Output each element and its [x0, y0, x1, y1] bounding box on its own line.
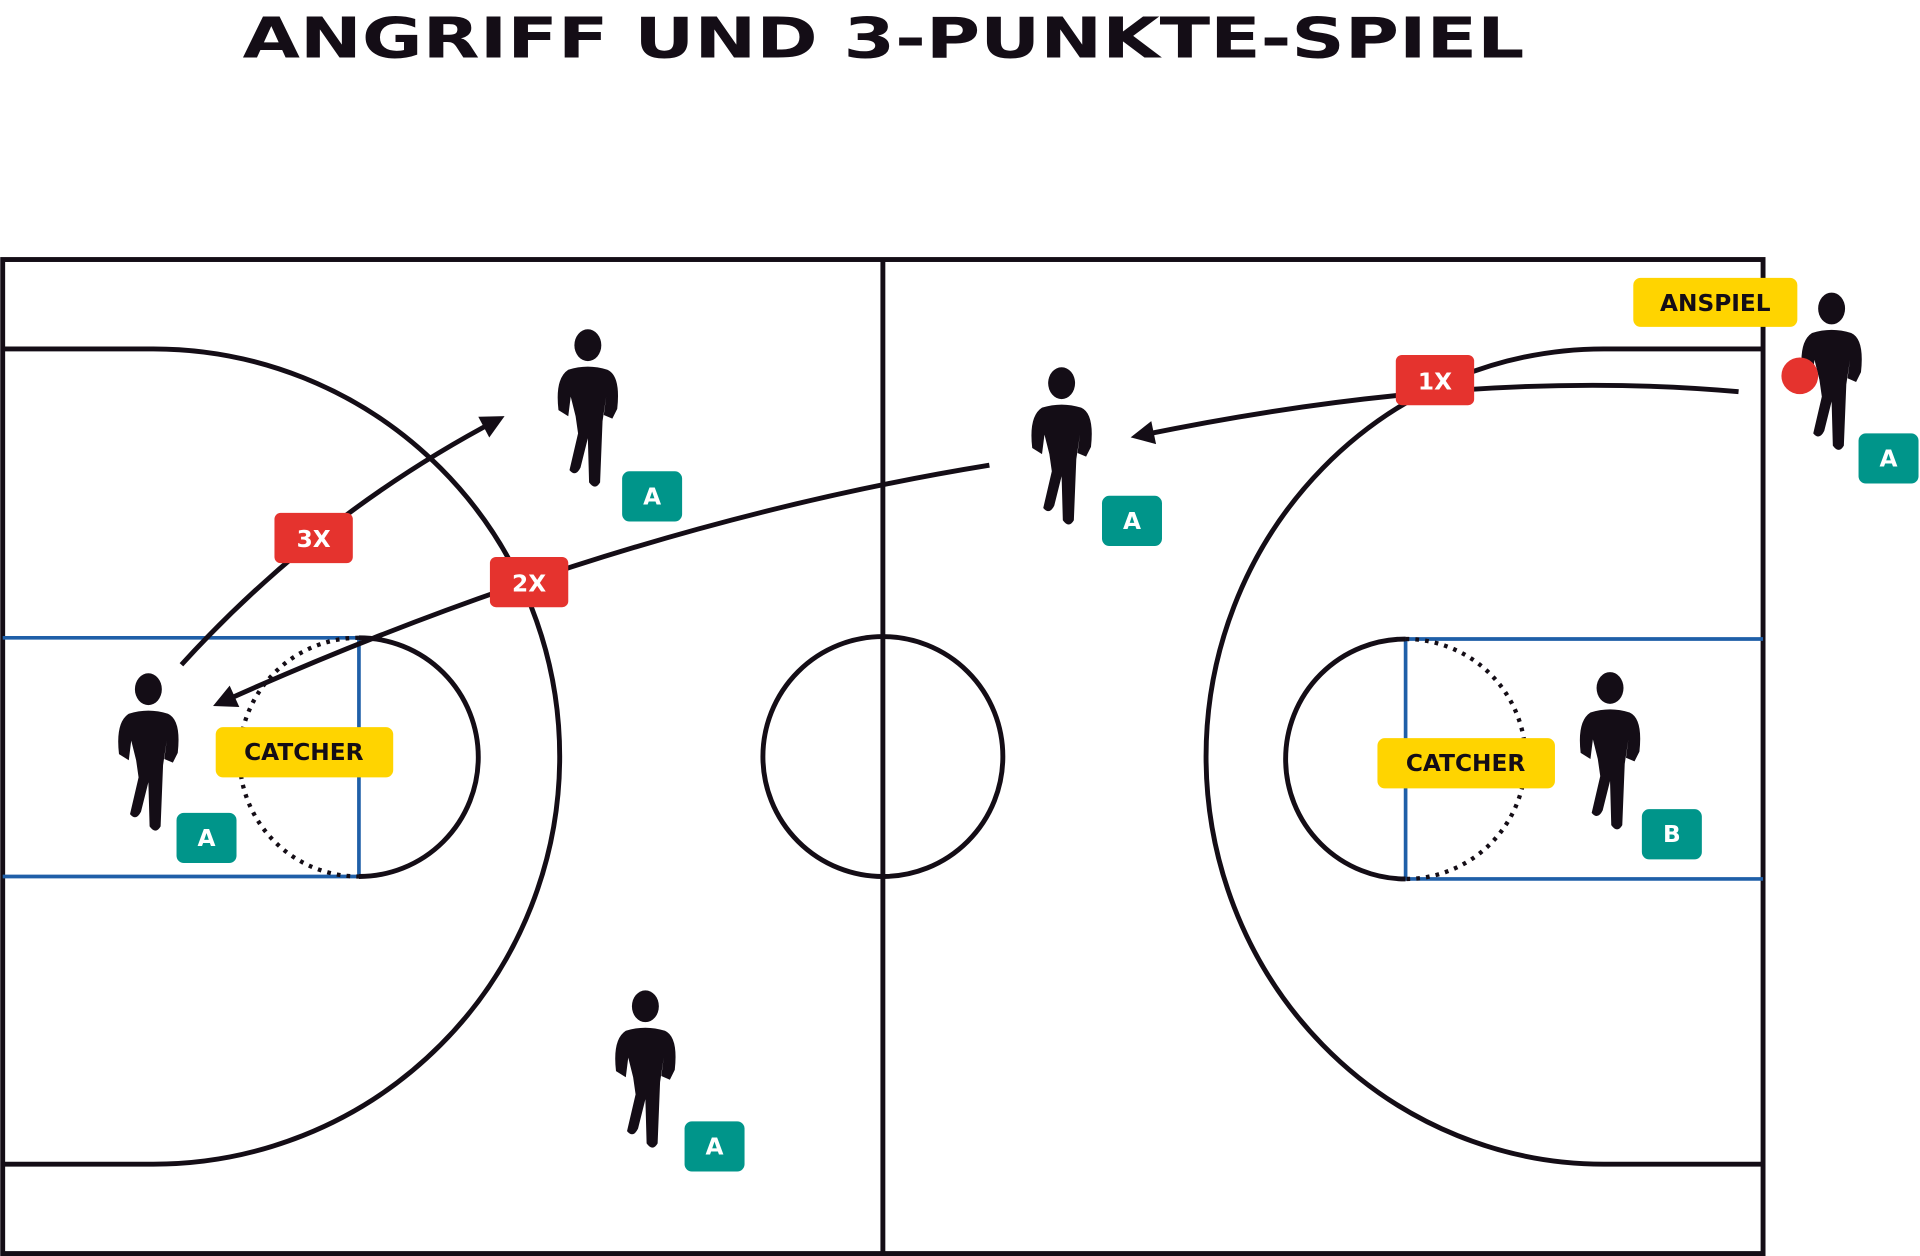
player-figure: [118, 673, 179, 831]
free-throw-circle-left: [358, 635, 481, 879]
pass-arrow-2: [213, 462, 990, 708]
svg-text:A: A: [198, 825, 216, 852]
pass-badge-3x: 3X: [274, 512, 353, 564]
team-badge: A: [622, 471, 683, 522]
svg-text:1X: 1X: [1418, 368, 1452, 395]
role-labels: ANSPIEL CATCHER CATCHER: [215, 277, 1798, 789]
pass-badge-2x: 2X: [489, 556, 569, 608]
catcher-label-left: CATCHER: [215, 727, 394, 778]
player-figure: [1031, 367, 1092, 525]
svg-text:B: B: [1663, 821, 1681, 848]
catcher-label-right: CATCHER: [1377, 738, 1555, 789]
pass-badge-1x: 1X: [1395, 355, 1475, 406]
three-point-line-left: [2, 346, 563, 1167]
team-badge: A: [684, 1121, 745, 1172]
anspiel-label: ANSPIEL: [1633, 277, 1798, 327]
free-throw-circle-right: [1283, 636, 1406, 882]
pass-badges: 1X 2X 3X: [274, 355, 1475, 608]
svg-text:ANSPIEL: ANSPIEL: [1660, 290, 1771, 317]
player-figure: [557, 329, 619, 487]
svg-text:CATCHER: CATCHER: [1406, 750, 1526, 777]
team-badge: A: [1102, 495, 1162, 546]
pass-arrows: [179, 382, 1739, 708]
player-figure: [1579, 672, 1641, 830]
page-title: ANGRIFF UND 3-PUNKTE-SPIEL: [243, 7, 1525, 72]
svg-text:3X: 3X: [297, 526, 331, 553]
svg-text:A: A: [643, 483, 661, 510]
team-badge: B: [1641, 809, 1702, 860]
players: [118, 292, 1862, 1148]
svg-text:A: A: [706, 1133, 724, 1160]
team-badge: A: [176, 812, 237, 864]
team-badges: A A A A B A: [176, 433, 1919, 1172]
svg-text:A: A: [1123, 508, 1141, 535]
svg-text:CATCHER: CATCHER: [244, 739, 364, 766]
center-circle: [760, 634, 1006, 879]
team-badge: A: [1858, 433, 1919, 484]
svg-text:2X: 2X: [512, 570, 546, 597]
player-figure: [615, 990, 676, 1148]
svg-text:A: A: [1880, 445, 1898, 472]
ball-icon: [1781, 357, 1819, 395]
